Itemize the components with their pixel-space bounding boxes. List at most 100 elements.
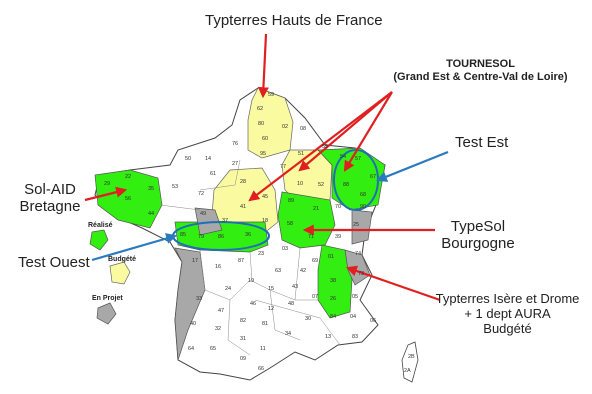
dept-13: 13 — [325, 334, 331, 340]
label-typterres-isere: Typterres Isère et Drome + 1 dept AURA B… — [425, 291, 590, 337]
dept-23: 23 — [258, 251, 264, 257]
dept-76: 76 — [232, 141, 238, 147]
legend-realise-label: Réalisé — [88, 222, 113, 229]
dept-58: 58 — [287, 221, 293, 227]
dept-51: 51 — [298, 151, 304, 157]
dept-74: 74 — [355, 251, 361, 257]
label-sol-aid-line2: Bretagne — [19, 198, 81, 216]
dept-59: 59 — [268, 92, 274, 98]
dept-44: 44 — [148, 211, 154, 217]
dept-65: 65 — [210, 346, 216, 352]
dept-63: 63 — [275, 268, 281, 274]
label-typesol: TypeSol Bourgogne — [438, 218, 518, 253]
dept-03: 03 — [282, 246, 288, 252]
dept-64: 64 — [188, 346, 194, 352]
label-typterres-line2: + 1 dept AURA — [464, 305, 551, 321]
label-tournesol-line2: (Grand Est & Centre-Val de Loire) — [393, 70, 568, 83]
dept-29: 29 — [104, 181, 110, 187]
label-typesol-line1: TypeSol — [450, 218, 506, 235]
dept-11: 11 — [260, 346, 266, 352]
legend-budgete-label: Budgété — [108, 256, 136, 263]
arrow-hauts-de-france — [257, 33, 269, 99]
label-typterres-line1: Typterres Isère et Drome — [435, 291, 580, 306]
label-tournesol: TOURNESOL (Grand Est & Centre-Val de Loi… — [378, 58, 583, 83]
dept-15: 15 — [268, 286, 274, 292]
dept-25: 25 — [353, 222, 359, 228]
dept-67: 67 — [370, 174, 376, 180]
label-sol-aid-line1: Sol-AID — [24, 181, 76, 198]
arrow-typterres — [345, 265, 441, 302]
arrow-solaid — [84, 186, 128, 202]
dept-57: 57 — [355, 156, 361, 162]
dept-17: 17 — [192, 258, 198, 264]
dept-38: 38 — [330, 278, 336, 284]
dept-79: 79 — [198, 234, 204, 240]
dept-53: 53 — [172, 184, 178, 190]
dept-41: 41 — [240, 204, 246, 210]
region-bretagne — [94, 169, 163, 229]
dept-55: 55 — [322, 144, 328, 150]
dept-50: 50 — [185, 156, 191, 162]
dept-61: 61 — [210, 171, 216, 177]
dept-34: 34 — [285, 331, 291, 337]
dept-35: 35 — [148, 186, 154, 192]
dept-95: 95 — [260, 151, 266, 157]
dept-30: 30 — [305, 316, 311, 322]
dept-81: 81 — [262, 321, 268, 327]
dept-10: 10 — [297, 181, 303, 187]
dept-04: 04 — [350, 314, 356, 320]
dept-36: 36 — [245, 232, 251, 238]
arrow-tournesol-3 — [343, 91, 393, 172]
dept-56: 56 — [125, 196, 131, 202]
dept-2b: 2B — [408, 354, 415, 360]
label-test-est: Test Est — [455, 134, 509, 151]
dept-45: 45 — [262, 194, 268, 200]
dept-14: 14 — [205, 156, 211, 162]
dept-82: 82 — [240, 318, 246, 324]
dept-66: 66 — [258, 366, 264, 372]
dept-52: 52 — [318, 182, 324, 188]
dept-89: 89 — [288, 198, 294, 204]
dept-27: 27 — [232, 161, 238, 167]
dept-19: 19 — [248, 278, 254, 284]
arrow-test-ouest — [91, 233, 178, 262]
dept-85: 85 — [180, 232, 186, 238]
dept-86: 86 — [218, 234, 224, 240]
dept-31: 31 — [240, 336, 246, 342]
label-test-ouest: Test Ouest — [18, 254, 90, 271]
region-hauts-de-france — [247, 87, 294, 159]
dept-49: 49 — [200, 211, 206, 217]
dept-06: 06 — [370, 318, 376, 324]
dept-43: 43 — [292, 284, 298, 290]
arrow-test-est — [375, 150, 449, 182]
dept-42: 42 — [300, 268, 306, 274]
dept-88: 88 — [343, 182, 349, 188]
dept-72: 72 — [198, 191, 204, 197]
dept-18: 18 — [262, 218, 268, 224]
dept-28: 28 — [240, 179, 246, 185]
dept-87: 87 — [238, 258, 244, 264]
dept-73: 73 — [358, 271, 364, 277]
dept-90: 90 — [360, 204, 366, 210]
label-tournesol-line1: TOURNESOL — [446, 58, 515, 70]
dept-40: 40 — [190, 321, 196, 327]
dept-24: 24 — [225, 286, 231, 292]
dept-32: 32 — [215, 326, 221, 332]
legend-en-projet-label: En Projet — [92, 295, 123, 302]
dept-boundaries — [159, 159, 341, 356]
dept-12: 12 — [268, 306, 274, 312]
dept-60: 60 — [262, 136, 268, 142]
dept-22: 22 — [125, 174, 131, 180]
dept-48: 48 — [288, 301, 294, 307]
dept-71: 71 — [308, 234, 314, 240]
legend-en-projet-swatch — [96, 302, 117, 325]
dept-33: 33 — [196, 296, 202, 302]
label-hauts-de-france: Typterres Hauts de France — [205, 12, 383, 29]
dept-84: 84 — [330, 314, 336, 320]
dept-70: 70 — [335, 204, 341, 210]
dept-62: 62 — [257, 106, 263, 112]
region-east-grey — [351, 209, 373, 245]
dept-68: 68 — [360, 192, 366, 198]
dept-69: 69 — [312, 258, 318, 264]
legend-realise-swatch — [89, 229, 109, 251]
